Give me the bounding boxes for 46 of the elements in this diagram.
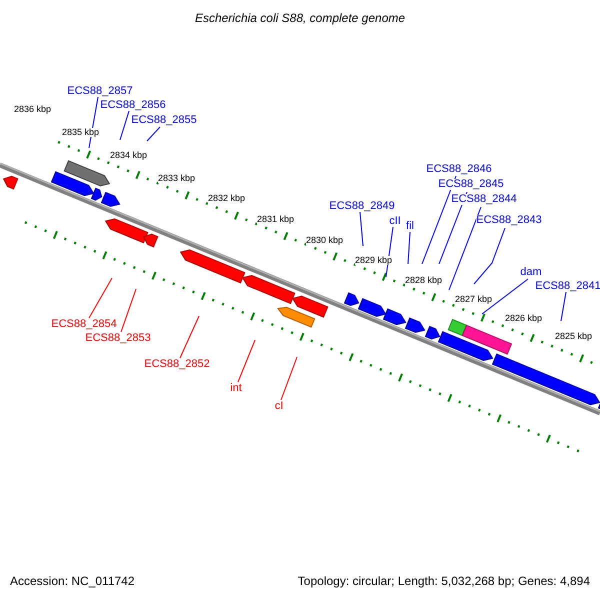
scale-label: 2831 kbp [257,214,294,224]
scale-label: 2829 kbp [355,256,392,264]
leader-line [360,212,364,246]
leader-line [408,232,410,264]
gene-label: ECS88_2849 [329,200,395,212]
leader-line [560,292,566,322]
scale-label: 2832 kbp [208,194,246,202]
gene-label: dam [520,266,542,278]
gene-label: ECS88_2853 [85,332,151,344]
leader-line [146,126,160,142]
scale-label: 2834 kbp [110,150,148,160]
leader-line [88,278,112,318]
gene-label: cI [274,400,284,412]
leader-line [482,278,528,314]
gene-label: ECS88_2852 [144,358,210,370]
leader-line [280,356,298,400]
scale-label: 2825 kbp [555,332,592,340]
leader-line [422,176,456,264]
leader-line [238,340,256,382]
scale-label: 2830 kbp [306,236,344,244]
scale-label: 2836 kbp [14,104,52,114]
title: Escherichia coli S88, complete genome [194,12,406,24]
gene-label: ECS88_2855 [131,114,197,126]
leader-line [120,288,136,332]
leader-line [180,316,200,358]
gene-label: int [230,382,242,394]
scale-label: 2827 kbp [455,294,492,304]
leader-line [120,110,130,140]
gene-label: ECS88_2854 [51,318,117,330]
genome-summary-text: Topology: circular; Length: 5,032,268 bp; Genes: 4,894 [298,575,590,587]
scale-label: 2826 kbp [505,314,542,322]
gene-label: ECS88_2841 [535,280,600,292]
scale-label: 2835 kbp [62,128,100,136]
leader-line [474,228,506,284]
leader-line [448,206,482,290]
gene-label: ECS88_2844 [451,194,517,204]
scale-label: 2828 kbp [405,276,442,284]
gene-label: fil [406,220,414,232]
gene-label: ECS88_2846 [426,164,492,174]
accession-text: Accession: NC_011742 [10,575,135,587]
gene-label: ECS88_2845 [438,178,504,190]
gene-label: cII [389,216,401,226]
gene-label: ECS88_2843 [476,214,542,226]
scale-label: 2833 kbp [158,174,196,182]
gene-label: ECS88_2857 [67,86,133,96]
gene-label: ECS88_2856 [100,100,166,110]
